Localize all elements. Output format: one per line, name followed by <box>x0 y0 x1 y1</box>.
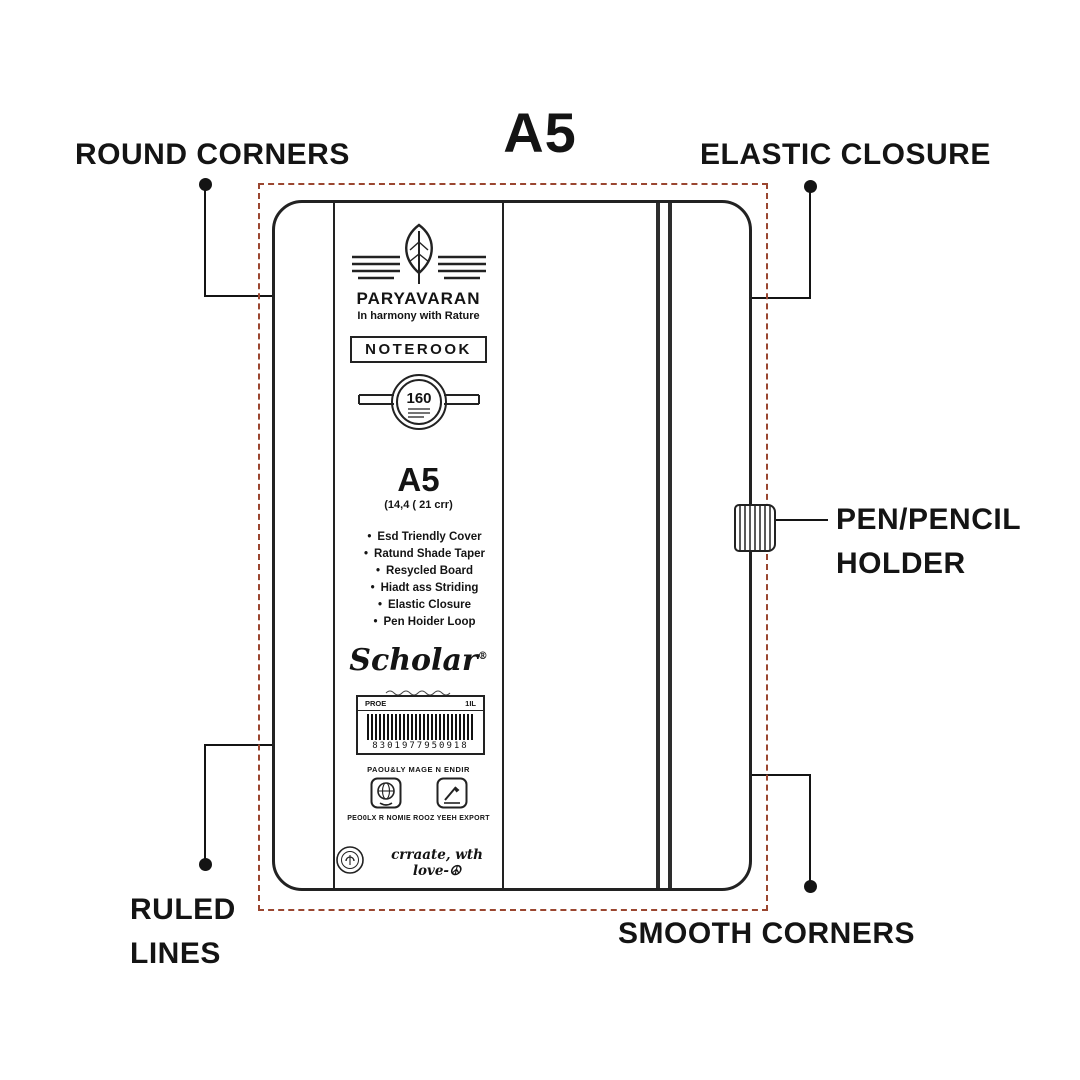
connector-line-ruled-lines-h <box>204 744 292 746</box>
callout-pen-line1: PEN/PENCIL <box>836 503 1022 536</box>
scholar-tagline-scribble <box>335 683 502 701</box>
barcode-stripes <box>367 714 474 740</box>
belly-band: PARYAVARAN In harmony with Rature NOTERO… <box>333 203 504 888</box>
callout-pen-pencil-holder: PEN/PENCIL HOLDER <box>836 498 1021 586</box>
notebook-cover: PARYAVARAN In harmony with Rature NOTERO… <box>272 200 752 891</box>
leaf-logo-icon <box>335 223 502 292</box>
connector-line-smooth-corners-h <box>737 774 811 776</box>
brand-tagline: In harmony with Rature <box>357 310 480 322</box>
feature-item: Esd Triendly Cover <box>355 529 494 546</box>
love-note-row: crraate, wth love-☮ <box>335 845 502 880</box>
certification-icons <box>335 777 502 814</box>
pages-badge: 160 <box>335 373 502 440</box>
callout-round-corners: ROUND CORNERS <box>75 138 350 171</box>
elastic-band-line <box>668 203 672 888</box>
love-note-text: crraate, wth love-☮ <box>391 846 483 879</box>
feature-list: Esd Triendly Cover Ratund Shade Taper Re… <box>355 529 494 631</box>
feature-item: Resycled Board <box>355 563 494 580</box>
product-name: NOTEROOK <box>350 336 487 363</box>
callout-ruled-lines: RULED LINES <box>130 888 236 976</box>
callout-ruled-line1: RULED <box>130 893 236 926</box>
connector-line-round-corners-h <box>204 295 292 297</box>
barcode-header-left: PROE <box>365 699 387 708</box>
callout-ruled-line2: LINES <box>130 937 221 970</box>
elastic-band-line <box>656 203 660 888</box>
scholar-logo-text: Scholar <box>349 643 478 678</box>
scholar-logo: Scholar® <box>335 643 502 678</box>
product-name-row: NOTEROOK <box>335 336 502 363</box>
barcode-header: PROE 1IL <box>358 697 483 711</box>
callout-elastic-closure: ELASTIC CLOSURE <box>700 138 991 171</box>
connector-line-elastic-closure-h <box>737 297 811 299</box>
registered-mark: ® <box>477 651 488 662</box>
barcode-number: 8301977950918 <box>372 741 469 751</box>
feature-item: Hiadt ass Striding <box>355 580 494 597</box>
export-text: PEO0LX R NOMIE ROOZ YEEH EXPORT <box>347 815 490 822</box>
connector-line-pen-holder <box>774 519 828 521</box>
feature-item: Pen Hoider Loop <box>355 614 494 631</box>
connector-dot-ruled-lines <box>199 858 212 871</box>
stamp-icon <box>335 845 365 880</box>
pages-count: 160 <box>406 390 431 407</box>
feature-item: Elastic Closure <box>355 597 494 614</box>
hand-writing-icon <box>436 777 468 814</box>
connector-line-ruled-lines-v <box>204 745 206 863</box>
page-title: A5 <box>503 101 577 164</box>
brand-name: PARYAVARAN <box>356 289 481 308</box>
barcode-box: PROE 1IL 8301977950918 <box>356 695 485 755</box>
size-label: A5 <box>397 461 440 498</box>
connector-line-elastic-closure-v <box>809 186 811 299</box>
globe-icon <box>370 777 402 814</box>
callout-pen-line2: HOLDER <box>836 547 966 580</box>
connector-dot-smooth-corners <box>804 880 817 893</box>
feature-item: Ratund Shade Taper <box>355 546 494 563</box>
connector-line-round-corners-v <box>204 184 206 297</box>
dimensions-label: (14,4 ( 21 crr) <box>384 499 453 511</box>
callout-smooth-corners: SMOOTH CORNERS <box>618 917 916 950</box>
pen-pencil-holder <box>734 504 776 552</box>
barcode-header-right: 1IL <box>465 699 476 708</box>
connector-line-smooth-corners-v <box>809 775 811 885</box>
made-in-text: PAOU&LY MAGE N ENDIR <box>367 765 470 774</box>
